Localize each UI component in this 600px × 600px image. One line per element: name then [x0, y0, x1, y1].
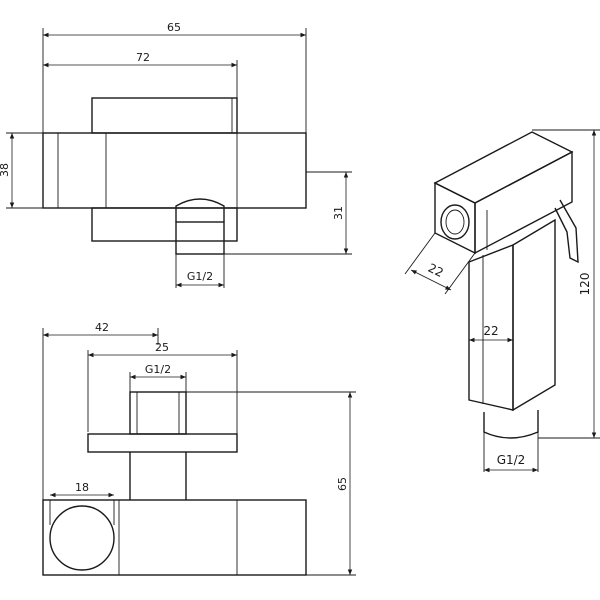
dim-front-height: 38: [0, 163, 11, 177]
handshower-view: G1/2 22 22 120: [404, 129, 600, 473]
dim-knob: 18: [75, 481, 89, 494]
front-view: 65 72 G1/2 38 31: [0, 21, 352, 288]
dim-front-thread: G1/2: [187, 270, 213, 283]
dim-top-height: 65: [336, 477, 349, 491]
dim-top-overall-width: 42: [95, 321, 109, 334]
dim-handshower-thread: G1/2: [497, 453, 526, 467]
top-view: 42 25 G1/2 18 65: [42, 321, 356, 576]
dim-handle: 22: [483, 324, 498, 338]
dim-line-head: [410, 269, 452, 291]
dim-body-width: 72: [136, 51, 150, 64]
dim-overall-width: 65: [167, 21, 181, 34]
dim-top-width: 25: [155, 341, 169, 354]
dim-head: 22: [426, 261, 446, 280]
dim-top-thread: G1/2: [145, 363, 171, 376]
dim-outlet-offset: 31: [332, 206, 345, 220]
dim-handshower-height: 120: [578, 273, 592, 296]
